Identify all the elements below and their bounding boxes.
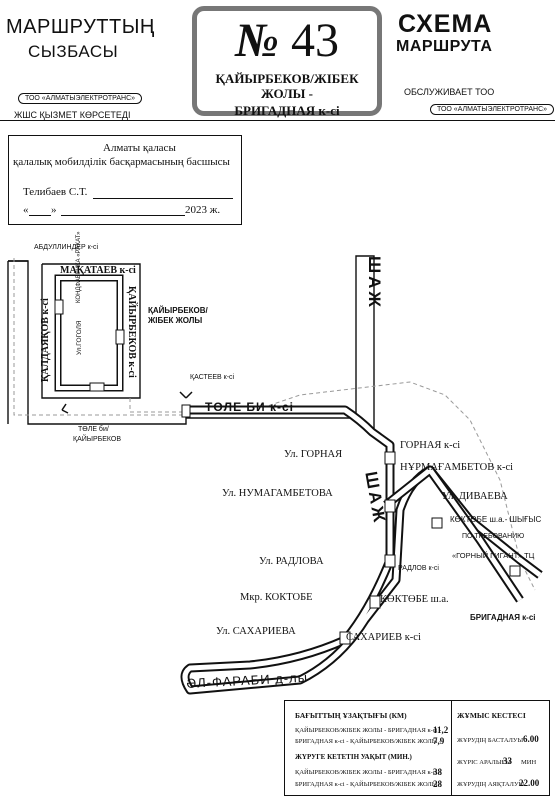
stop-marker	[431, 517, 443, 529]
label-numagambetova-ru: Ул. НУМАГАМБЕТОВА	[222, 488, 333, 499]
header-title-kz-line2: СЫЗБАСЫ	[28, 42, 119, 61]
operator-badge-right: ТОО «АЛМАТЫЭЛЕКТРОТРАНС»	[430, 104, 555, 115]
schedule-title: ЖҰМЫС КЕСТЕСІ	[457, 711, 526, 720]
direction-arrow-icon	[179, 391, 193, 399]
time-row2-label: БРИГАДНАЯ к-сі - ҚАЙЫРБЕКОВ/ЖІБЕК ЖОЛЫ -	[295, 781, 442, 788]
schedule-interval-value: 33	[503, 756, 512, 766]
distance-row2-value: 7,9	[433, 736, 445, 746]
stop-marker	[181, 404, 191, 418]
stop-marker	[384, 499, 396, 513]
route-metrics-column: БАҒЫТТЫҢ ҰЗАҚТЫҒЫ (КМ) ҚАЙЫРБЕКОВ/ЖІБЕК …	[285, 701, 452, 795]
schedule-start-label: ЖҰРУДІҢ БАСТАЛУЫ	[457, 737, 524, 744]
service-note-kz: ЖШС ҚЫЗМЕТ КӨРСЕТЕДІ	[14, 110, 131, 120]
route-map	[7, 255, 543, 695]
route-info-table: БАҒЫТТЫҢ ҰЗАҚТЫҒЫ (КМ) ҚАЙЫРБЕКОВ/ЖІБЕК …	[284, 700, 550, 796]
schedule-end-label: ЖҰРУДІҢ АЯҚТАЛУЫ	[457, 781, 525, 788]
street-outline	[8, 255, 375, 433]
distance-row1-value: 11,2	[433, 725, 449, 735]
approval-year: 2023 ж.	[185, 204, 221, 216]
distance-row2-label: БРИГАДНАЯ к-сі - ҚАЙЫРБЕКОВ/ЖІБЕК ЖОЛЫ -	[295, 738, 442, 745]
label-brigadnaya: БРИГАДНАЯ к-сі	[470, 613, 536, 622]
approval-signer: Телибаев С.Т.	[23, 186, 88, 198]
schedule-start-value: 6.00	[523, 734, 539, 744]
direction-arrow-icon	[61, 403, 69, 414]
service-note-ru: ОБСЛУЖИВАЕТ ТОО	[404, 87, 495, 97]
route-name-line2: БРИГАДНАЯ к-сі	[234, 103, 340, 118]
label-sakhariev-kz: САХАРИЕВ к-сі	[346, 632, 421, 643]
header-title-kz-line1: МАРШРУТТЫҢ	[6, 16, 155, 38]
schedule-column: ЖҰМЫС КЕСТЕСІ ЖҰРУДІҢ БАСТАЛУЫ 6.00 ЖҮРІ…	[451, 701, 549, 795]
label-shazh-top: ШАЖ	[365, 256, 384, 310]
stop-marker	[384, 554, 396, 568]
label-koktobe-kz: КӨКТӨБЕ ш.а.	[380, 594, 449, 605]
signature-line	[93, 198, 233, 199]
label-kaldayakov: ҚАЛДАЯҚОВ к-сі	[40, 298, 51, 382]
approval-block: Алматы қаласы қалалық мобилділік басқарм…	[8, 135, 242, 225]
label-koktobe-exit: КӨКТӨБЕ ш.а.- ШЫҒЫС	[450, 515, 542, 524]
operator-badge-left: ТОО «АЛМАТЫЭЛЕКТРОТРАНС»	[18, 93, 143, 104]
schedule-interval-label: ЖҮРІС АРАЛЫҒЫ	[457, 759, 511, 766]
approval-city: Алматы қаласы	[103, 142, 176, 154]
label-konditer: КОНДФАБРИКА «РАХАТ»	[76, 231, 82, 303]
label-makataev: МАҚАТАЕВ к-сі	[60, 265, 136, 276]
date-day-line	[29, 215, 51, 216]
schedule-end-value: 22.00	[519, 778, 540, 788]
label-kasteev: ҚАСТЕЕВ к-сі	[190, 374, 235, 381]
schedule-interval-unit: МИН	[521, 759, 537, 766]
route-number: № 43	[197, 15, 377, 67]
time-title: ЖҮРУГЕ КЕТЕТІН УАҚЫТ (МИН.)	[295, 753, 412, 761]
label-tole-bi-stop-2: ҚАЙЫРБЕКОВ	[73, 436, 122, 443]
label-kaiyrbekov-street: ҚАЙЫРБЕКОВ к-сі	[126, 286, 137, 378]
stop-marker	[339, 631, 351, 645]
label-kaiyrbekov-stop-2: ЖІБЕК ЖОЛЫ	[148, 316, 203, 325]
label-on-request: ПО ТРЕБОВАНИЮ	[462, 533, 525, 540]
stop-marker	[54, 299, 64, 315]
label-tole-bi-stop-1: ТӨЛЕ би/	[78, 426, 109, 433]
distance-title: БАҒЫТТЫҢ ҰЗАҚТЫҒЫ (КМ)	[295, 711, 407, 720]
label-radlov-kz: РАДЛОВ к-сі	[398, 565, 439, 572]
route-number-value: 43	[290, 14, 339, 67]
label-koktobe-ru: Мкр. КОКТОБЕ	[240, 592, 313, 603]
route-branch-inner	[384, 467, 523, 602]
label-nurmagambetov-kz: НҰРМАҒАМБЕТОВ к-сі	[400, 462, 514, 473]
route-loop-inner	[56, 276, 122, 390]
stop-marker	[369, 595, 381, 609]
approval-date-open: «	[23, 204, 29, 216]
time-row1-value: 38	[433, 767, 442, 777]
label-radlova-ru: Ул. РАДЛОВА	[259, 556, 324, 567]
header-title-ru-line2: МАРШРУТА	[396, 38, 493, 55]
route-prefix: №	[235, 14, 279, 67]
header-title-ru-line1: СХЕМА	[398, 10, 493, 38]
stop-marker	[115, 329, 125, 345]
label-gornaya-ru: Ул. ГОРНАЯ	[284, 449, 343, 460]
street-block-outline	[41, 263, 141, 399]
time-row1-label: ҚАЙЫРБЕКОВ/ЖІБЕК ЖОЛЫ - БРИГАДНАЯ к-сі -	[295, 769, 442, 776]
stop-marker	[384, 451, 396, 465]
distance-row1-label: ҚАЙЫРБЕКОВ/ЖІБЕК ЖОЛЫ - БРИГАДНАЯ к-сі -	[295, 727, 442, 734]
label-abdullinder: АБДУЛЛИНДЕР к-сі	[34, 244, 99, 251]
route-loop-outer	[54, 274, 124, 392]
approval-position: қалалық мобилділік басқармасының басшысы	[13, 156, 230, 168]
label-gorny-gigant: «ГОРНЫЙ ГИГАНТ» ТЦ	[452, 551, 535, 560]
label-sakharieva-ru: Ул. САХАРИЕВА	[216, 626, 296, 637]
label-tole-bi: ТӨЛЕ БИ к-сі	[205, 400, 295, 414]
time-row2-value: 28	[433, 779, 442, 789]
label-gornaya-kz: ГОРНАЯ к-сі	[400, 440, 461, 451]
label-divaeva-ru: Ул. ДИВАЕВА	[442, 491, 508, 502]
stop-marker	[509, 565, 521, 577]
route-number-box: № 43 ҚАЙЫРБЕКОВ/ЖІБЕК ЖОЛЫ - БРИГАДНАЯ к…	[192, 6, 382, 118]
route-main-inner	[182, 407, 542, 693]
date-month-line	[61, 215, 185, 216]
label-gogolya: Ул.ГОГОЛЯ	[76, 320, 83, 355]
label-kaiyrbekov-stop-1: ҚАЙЫРБЕКОВ/	[148, 306, 208, 315]
approval-date-close: »	[51, 204, 57, 216]
stop-marker	[89, 382, 105, 392]
route-name-line1: ҚАЙЫРБЕКОВ/ЖІБЕК ЖОЛЫ -	[215, 71, 359, 101]
header-divider	[0, 120, 555, 121]
